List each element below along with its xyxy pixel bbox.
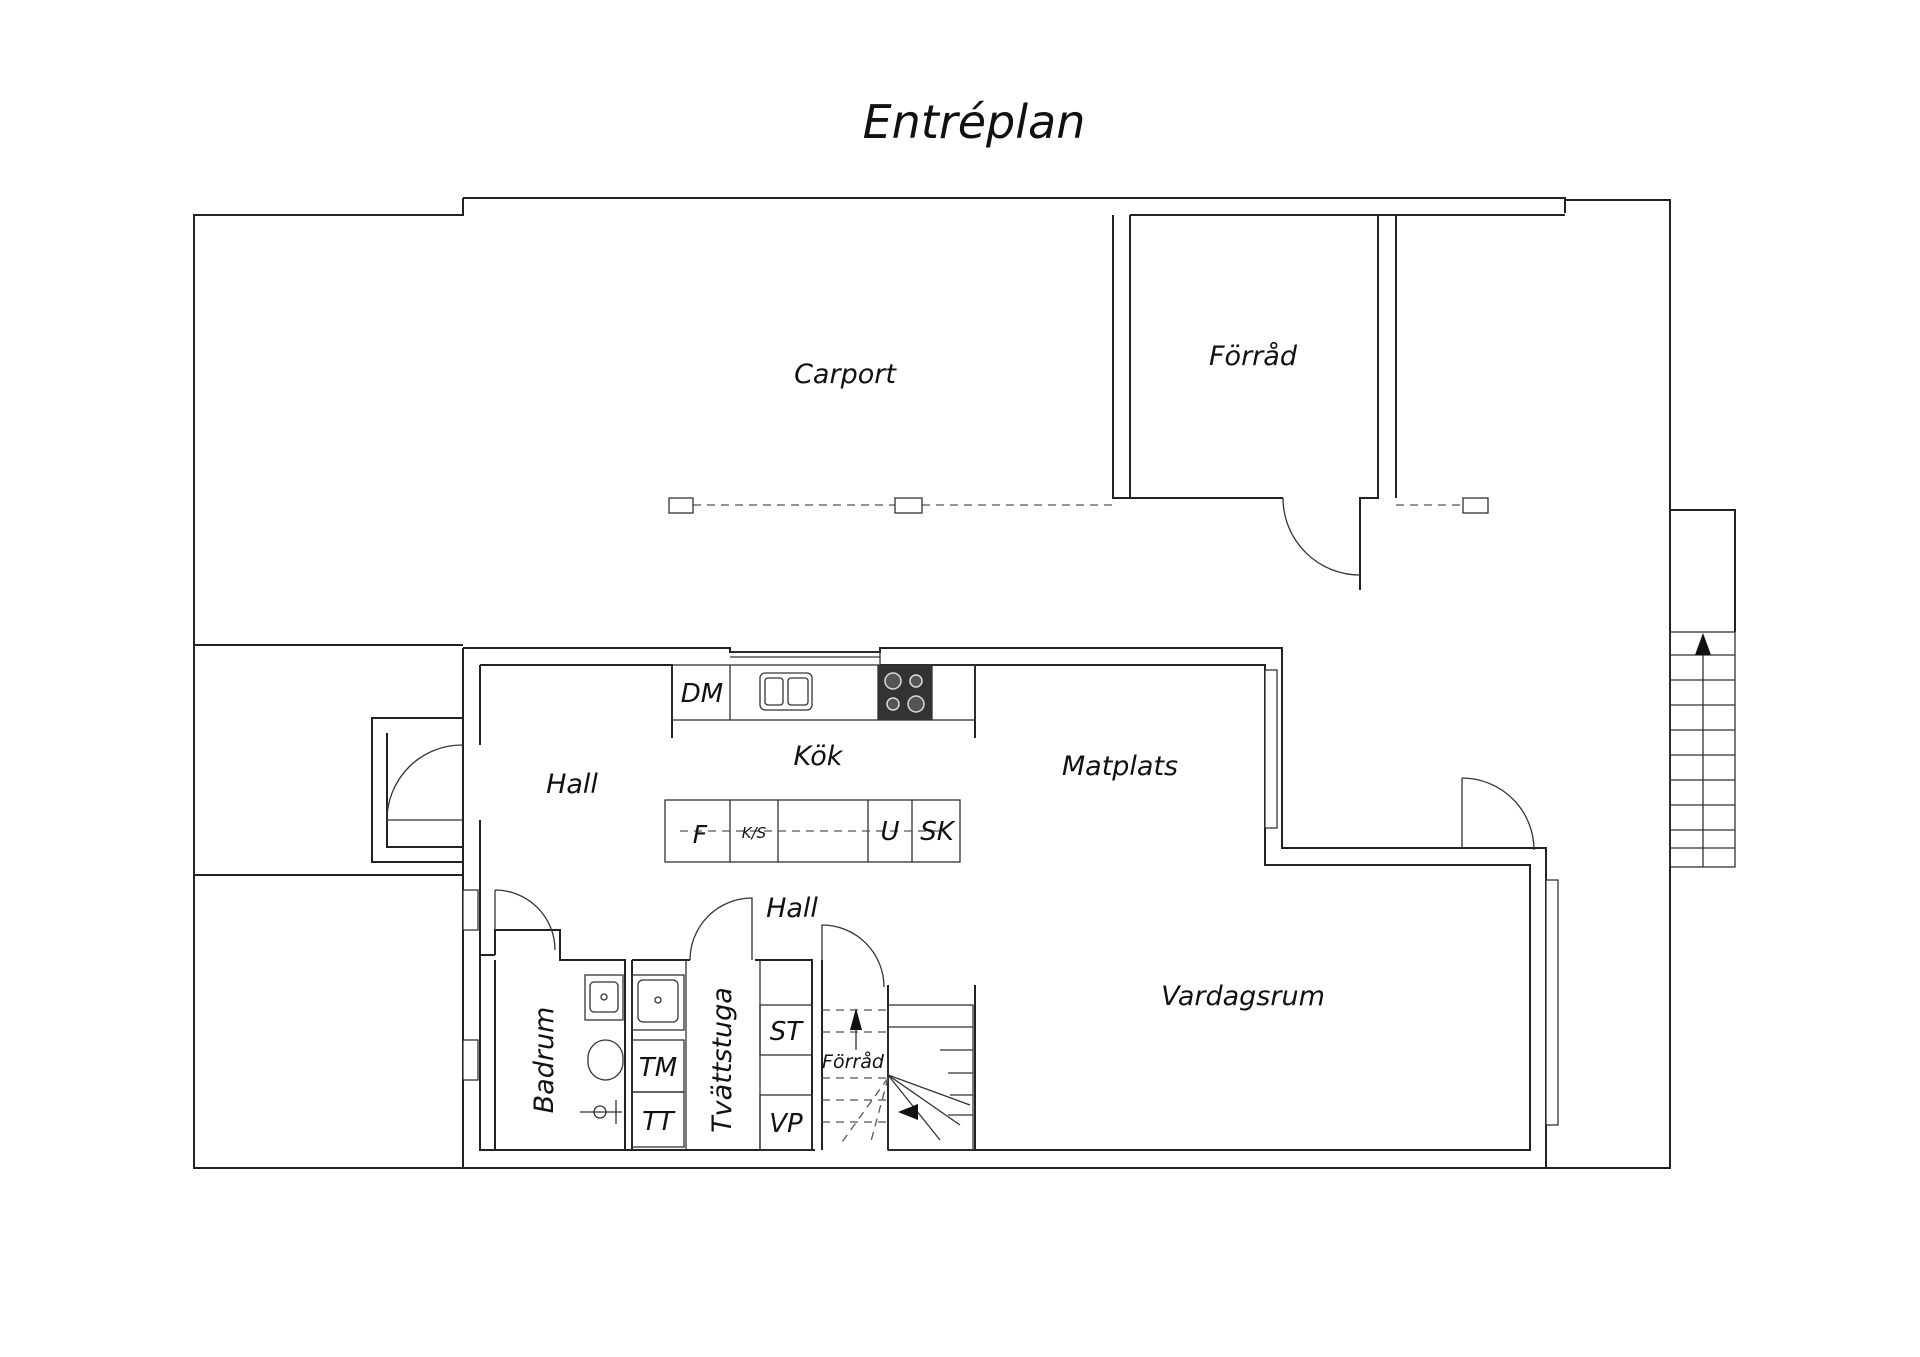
fixture-label-u: U [880, 817, 899, 847]
fixture-label-st: ST [770, 1017, 805, 1047]
inner-stair [822, 1004, 974, 1151]
bathroom-fixtures [580, 974, 624, 1124]
room-label-tvattstuga: Tvättstuga [707, 987, 738, 1133]
room-label-forrad-top: Förråd [1209, 341, 1298, 372]
plan-title: Entréplan [862, 95, 1086, 149]
carport-walls [668, 214, 1565, 590]
fixture-label-dm: DM [681, 679, 723, 709]
room-label-vardagsrum: Vardagsrum [1161, 981, 1325, 1012]
house-walls [462, 647, 1547, 1168]
entrance-porch [371, 717, 464, 863]
room-label-matplats: Matplats [1062, 751, 1178, 782]
fixture-label-tt: TT [642, 1107, 676, 1137]
room-label-forrad-stair: Förråd [822, 1050, 885, 1073]
windows [462, 669, 1559, 1126]
fixture-label-vp: VP [769, 1109, 803, 1139]
kitchen-island [664, 799, 961, 863]
kitchen [671, 664, 976, 721]
doors [494, 777, 1535, 988]
outdoor-stair [1669, 631, 1736, 868]
laundry-fixtures [631, 960, 813, 1151]
fixture-label-ks: K/S [742, 824, 767, 842]
room-label-hall-upper: Hall [546, 769, 598, 800]
room-label-hall-lower: Hall [766, 893, 818, 924]
fixture-label-tm: TM [639, 1053, 677, 1083]
fixture-label-f: F [693, 820, 708, 849]
room-label-carport: Carport [794, 359, 897, 390]
room-label-kok: Kök [794, 741, 844, 772]
room-label-badrum: Badrum [529, 1007, 560, 1114]
fixture-label-sk: SK [920, 817, 956, 847]
outer-walls [193, 197, 1736, 1169]
